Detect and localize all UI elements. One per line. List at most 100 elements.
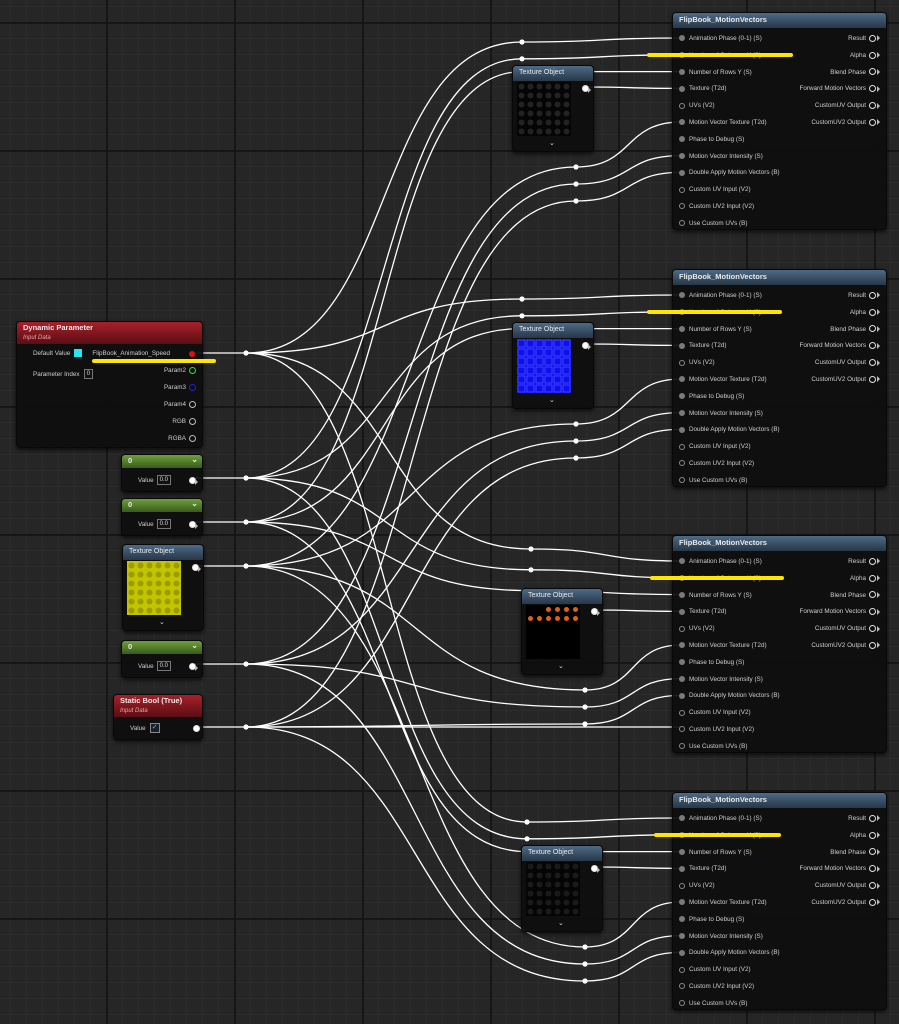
input-pin[interactable]: UVs (V2) bbox=[679, 358, 715, 368]
input-pin[interactable]: Custom UV Input (V2) bbox=[679, 708, 751, 718]
pin-connector-icon[interactable] bbox=[869, 34, 876, 42]
output-pin[interactable]: Alpha bbox=[850, 308, 880, 318]
pin-connector-icon[interactable] bbox=[189, 417, 196, 425]
node-header[interactable]: 0⌄ bbox=[122, 641, 202, 654]
pin-connector-icon[interactable] bbox=[679, 152, 685, 159]
chevron-down-icon[interactable]: ⌄ bbox=[191, 499, 198, 508]
output-pin[interactable]: Blend Phase bbox=[830, 591, 880, 601]
pin-connector-icon[interactable] bbox=[679, 815, 685, 822]
pin-connector-icon[interactable] bbox=[679, 85, 685, 92]
node-header[interactable]: 0⌄ bbox=[122, 499, 202, 512]
chevron-down-icon[interactable]: ⌄ bbox=[549, 140, 555, 147]
pin-connector-icon[interactable] bbox=[869, 574, 876, 582]
input-pin[interactable]: Phase to Debug (S) bbox=[679, 915, 744, 925]
pin-connector-icon[interactable] bbox=[869, 848, 876, 856]
output-pin[interactable]: Result bbox=[848, 291, 880, 301]
output-pin[interactable]: Forward Motion Vectors bbox=[800, 607, 880, 617]
pin-connector-icon[interactable] bbox=[679, 659, 685, 666]
output-pin-connector-icon[interactable] bbox=[189, 351, 195, 357]
input-pin[interactable]: Double Apply Motion Vectors (B) bbox=[679, 691, 780, 701]
pin-connector-icon[interactable] bbox=[679, 443, 685, 450]
output-pin[interactable]: Result bbox=[848, 557, 880, 567]
pin-connector-icon[interactable] bbox=[679, 865, 685, 872]
input-pin[interactable]: Double Apply Motion Vectors (B) bbox=[679, 168, 780, 178]
pin-connector-icon[interactable] bbox=[679, 743, 685, 750]
value-field[interactable]: 0.0 bbox=[156, 519, 171, 529]
input-pin[interactable]: UVs (V2) bbox=[679, 101, 715, 111]
pin-connector-icon[interactable] bbox=[679, 477, 685, 484]
pin-connector-icon[interactable] bbox=[679, 983, 685, 990]
output-pin[interactable]: Alpha bbox=[850, 574, 880, 584]
output-pin[interactable]: RGBA bbox=[168, 434, 196, 444]
pin-connector-icon[interactable] bbox=[869, 625, 876, 633]
output-pin[interactable]: Alpha bbox=[850, 51, 880, 61]
pin-connector-icon[interactable] bbox=[679, 119, 685, 126]
input-pin[interactable]: Texture (T2d) bbox=[679, 864, 726, 874]
input-pin[interactable]: UVs (V2) bbox=[679, 624, 715, 634]
pin-connector-icon[interactable] bbox=[679, 186, 685, 193]
pin-connector-icon[interactable] bbox=[679, 220, 685, 227]
input-pin[interactable]: Motion Vector Texture (T2d) bbox=[679, 375, 767, 385]
chevron-down-icon[interactable]: ⌄ bbox=[549, 397, 555, 404]
input-pin[interactable]: Number of Rows Y (S) bbox=[679, 68, 752, 78]
pin-connector-icon[interactable] bbox=[679, 292, 685, 299]
input-pin[interactable]: UVs (V2) bbox=[679, 881, 715, 891]
input-pin[interactable]: Texture (T2d) bbox=[679, 341, 726, 351]
value-row[interactable]: Value✓ bbox=[130, 723, 160, 733]
pin-connector-icon[interactable] bbox=[869, 85, 876, 93]
pin-connector-icon[interactable] bbox=[679, 558, 685, 565]
output-pin[interactable]: Param4 bbox=[164, 400, 196, 410]
pin-connector-icon[interactable] bbox=[679, 726, 685, 733]
chevron-down-icon[interactable]: ⌄ bbox=[558, 663, 564, 670]
input-pin[interactable]: Texture (T2d) bbox=[679, 607, 726, 617]
input-pin[interactable]: Use Custom UVs (B) bbox=[679, 219, 747, 229]
chevron-down-icon[interactable]: ⌄ bbox=[191, 455, 198, 464]
pin-connector-icon[interactable] bbox=[869, 325, 876, 333]
pin-connector-icon[interactable] bbox=[679, 1000, 685, 1007]
output-pin[interactable]: RGB bbox=[172, 417, 196, 427]
output-pin[interactable]: Blend Phase bbox=[830, 848, 880, 858]
pin-connector-icon[interactable] bbox=[679, 203, 685, 210]
pin-connector-icon[interactable] bbox=[679, 949, 685, 956]
output-pin[interactable]: Blend Phase bbox=[830, 325, 880, 335]
input-pin[interactable]: Motion Vector Intensity (S) bbox=[679, 675, 763, 685]
input-pin[interactable]: Animation Phase (0-1) (S) bbox=[679, 291, 762, 301]
chevron-down-icon[interactable]: ⌄ bbox=[159, 619, 165, 626]
input-pin[interactable]: Use Custom UVs (B) bbox=[679, 742, 747, 752]
output-pin[interactable]: Result bbox=[848, 814, 880, 824]
pin-connector-icon[interactable] bbox=[679, 899, 685, 906]
pin-connector-icon[interactable] bbox=[679, 35, 685, 42]
input-pin[interactable]: Phase to Debug (S) bbox=[679, 658, 744, 668]
pin-connector-icon[interactable] bbox=[869, 608, 876, 616]
input-pin[interactable]: Phase to Debug (S) bbox=[679, 135, 744, 145]
pin-connector-icon[interactable] bbox=[679, 966, 685, 973]
pin-connector-icon[interactable] bbox=[679, 342, 685, 349]
output-pin[interactable]: Result bbox=[848, 34, 880, 44]
pin-connector-icon[interactable] bbox=[189, 383, 196, 391]
pin-connector-icon[interactable] bbox=[679, 376, 685, 383]
pin-connector-icon[interactable] bbox=[869, 359, 876, 367]
input-pin[interactable]: Animation Phase (0-1) (S) bbox=[679, 814, 762, 824]
pin-connector-icon[interactable] bbox=[869, 308, 876, 316]
pin-connector-icon[interactable] bbox=[189, 400, 196, 408]
pin-connector-icon[interactable] bbox=[679, 916, 685, 923]
pin-connector-icon[interactable] bbox=[679, 68, 685, 75]
parameter-index-field[interactable]: 0 bbox=[83, 369, 93, 379]
input-pin[interactable]: Motion Vector Texture (T2d) bbox=[679, 641, 767, 651]
input-pin[interactable]: Motion Vector Intensity (S) bbox=[679, 152, 763, 162]
pin-connector-icon[interactable] bbox=[679, 426, 685, 433]
pin-connector-icon[interactable] bbox=[869, 865, 876, 873]
pin-connector-icon[interactable] bbox=[869, 557, 876, 565]
pin-connector-icon[interactable] bbox=[679, 359, 685, 366]
input-pin[interactable]: Phase to Debug (S) bbox=[679, 392, 744, 402]
output-pin-connector-icon[interactable] bbox=[193, 725, 200, 732]
pin-connector-icon[interactable] bbox=[679, 848, 685, 855]
pin-connector-icon[interactable] bbox=[869, 882, 876, 890]
pin-connector-icon[interactable] bbox=[189, 366, 196, 374]
